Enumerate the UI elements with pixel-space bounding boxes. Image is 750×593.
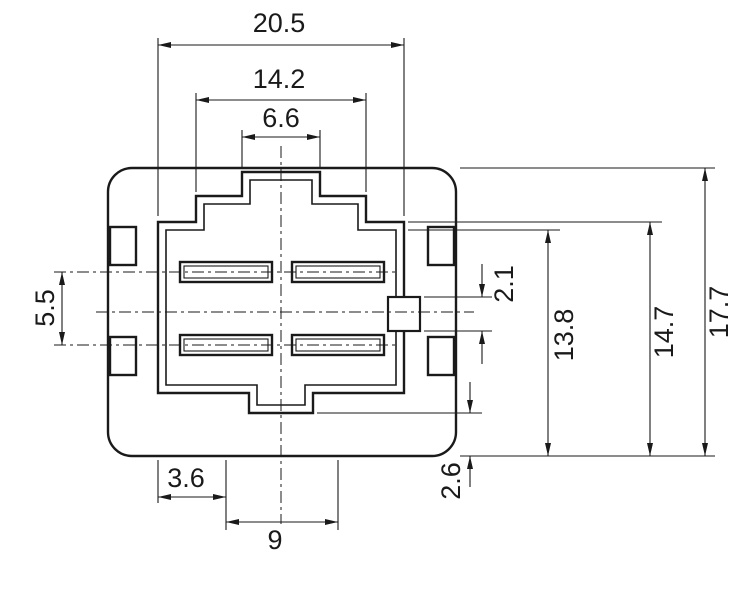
dim-top-middle: 14.2: [196, 64, 366, 103]
dim-right-housing-height: 14.7: [647, 222, 679, 456]
mount-clip-top-right: [426, 225, 456, 267]
dim-arrows: [226, 519, 338, 525]
dim-arrows: [479, 284, 485, 344]
dim-label: 13.8: [549, 309, 579, 362]
housing-inner-outline: [165, 179, 397, 406]
dim-right-latch: 2.1: [479, 264, 519, 364]
dim-label: 3.6: [167, 463, 205, 493]
dim-label: 5.5: [30, 289, 60, 327]
latch-window: [386, 295, 422, 333]
dim-bottom-pitch: 9: [226, 519, 338, 555]
housing-outer-outline: [156, 170, 406, 415]
dim-label: 2.1: [489, 265, 519, 303]
dim-right-inner-depth: 13.8: [545, 230, 579, 456]
dim-label: 14.7: [649, 306, 679, 359]
mount-clip-bottom-left: [108, 335, 138, 377]
dim-label: 20.5: [253, 8, 306, 38]
dim-top-center: 6.6: [242, 103, 320, 140]
extension-lines: [157, 38, 715, 530]
dim-left-slot-pitch: 5.5: [30, 272, 65, 345]
dim-label: 2.6: [436, 462, 466, 500]
dim-label: 17.7: [704, 286, 734, 339]
dim-bottom-step: 2.6: [436, 382, 473, 500]
dim-label: 9: [267, 525, 282, 555]
mount-clip-bottom-right: [426, 335, 456, 377]
dim-label: 14.2: [253, 64, 306, 94]
dim-bottom-left: 3.6: [158, 463, 226, 500]
dim-top-outer: 20.5: [158, 8, 404, 48]
connector-body: [106, 166, 458, 458]
centerlines: [54, 146, 474, 524]
dim-arrows: [467, 400, 473, 469]
dim-label: 6.6: [262, 103, 300, 133]
mount-clip-top-left: [108, 225, 138, 267]
dim-right-overall-height: 17.7: [702, 168, 734, 456]
